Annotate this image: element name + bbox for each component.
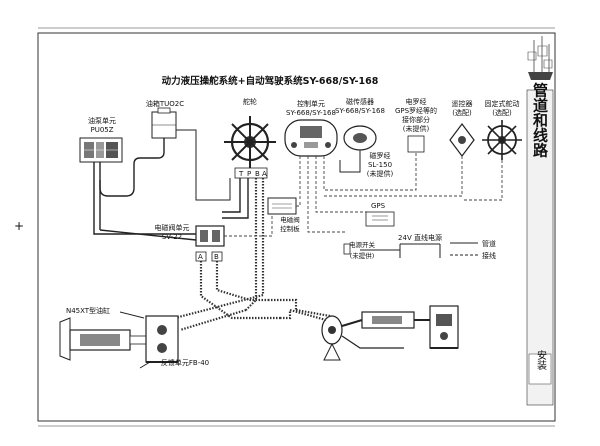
fixed-helm-wheel-icon [482,120,522,160]
cylinder-hose-1 [179,308,247,332]
pump-unit-label: 油泵单元 [88,116,116,125]
power-switch-icon [343,243,351,255]
pump-unit-icon [79,137,123,163]
power-bracket [399,243,441,258]
tank-to-helm-line [176,129,231,201]
valve-control-wire [224,212,273,237]
magnetic-compass-label: 磁罗经 [370,151,391,160]
valve-port-a: A [198,253,203,261]
feedback-leader [139,361,151,369]
power-label: 24V 直线电源 [398,233,442,242]
cylinder-icon [59,315,179,363]
helm-port-p: P [247,170,251,178]
compass-interface-label: 电罗经 [406,97,427,106]
helm-label: 舵轮 [243,97,257,106]
valve-port-b: B [214,253,219,261]
helm-port-t: T [238,170,244,178]
control-unit-label: 控制单元 [297,99,325,108]
main-hose-a [280,310,292,320]
remote-controller-wire [324,156,463,197]
cylinder-leader [119,311,145,319]
solenoid-control-label-2: 控制板 [280,224,300,233]
legend-dashed-label: 接线 [482,251,496,260]
control-unit-model: SY-668/SY-168 [286,109,336,117]
fixed-helm-label: 固定式舵动 [485,99,520,108]
magnetic-compass-note: (未提供) [367,169,394,178]
control-unit-icon [284,119,338,157]
control-wire-4 [323,152,417,191]
section-title: 管道和线路 [531,82,549,158]
steering-assembly-icon [321,305,459,361]
page-marker: + [14,219,24,233]
compass-interface-line3: 接你部分 [402,115,430,124]
helm-line-t [222,178,241,213]
corner-box [528,353,552,385]
main-hose-b [268,298,298,310]
remote-controller-label: 遥控器 [452,99,473,108]
tank-return-line [99,138,165,197]
power-switch-note: (未提供) [350,251,375,260]
helm-port-block [234,167,268,179]
valve-hose-b [215,261,268,302]
magnetic-compass-model: SL-150 [368,161,392,169]
legend-solid-label: 管道 [482,239,496,248]
assembly-hose-2 [295,308,331,318]
control-box-wire [296,200,301,207]
assembly-hose [289,308,327,322]
solenoid-valve-label: 电磁阀单元 [155,223,190,232]
magnetic-sensor-model: SY-668/SY-168 [335,107,385,115]
page-frame [37,32,556,422]
solenoid-valve-icon [195,225,225,247]
side-bar [526,89,554,406]
control-wire-2 [307,156,345,233]
power-switch-label: 电源开关 [349,240,376,249]
fixed-helm-note: (选配) [492,108,512,117]
corner-label: 安装 [535,349,547,371]
cylinder-hose-2 [174,293,264,320]
remote-controller-note: (选配) [452,108,472,117]
gps-box [365,211,395,227]
fixed-helm-wire [462,160,503,201]
compass-interface-note: (未提供) [403,124,430,133]
pump-to-valve-2 [99,229,197,241]
feedback-unit-label: 反馈单元FB-40 [161,358,209,367]
compass-interface-line2: GPS罗经等的 [395,106,437,115]
diagram-title: 动力液压操舵系统+自动驾驶系统SY-668/SY-168 [162,75,379,87]
pump-unit-model: PU05Z [90,126,113,134]
magnetic-sensor-label: 磁传感器 [346,97,374,106]
gps-label: GPS [371,202,386,210]
valve-hose-a [199,261,280,320]
solenoid-control-box [267,197,297,215]
sensor-cable [339,150,361,173]
oil-tank-icon [151,107,177,139]
ship-icon [527,36,553,80]
helm-wheel-icon [224,116,276,168]
control-wire-3 [315,156,370,213]
solenoid-control-label: 电磁阀 [280,215,300,224]
oil-tank-label: 油箱TUO2C [146,99,184,108]
compass-interface-box [407,135,425,153]
helm-line-p [222,178,249,219]
helm-port-b: B [255,170,260,178]
remote-controller-icon [449,123,475,157]
pump-to-valve-1 [93,230,196,235]
magnetic-sensor-icon [343,125,377,151]
helm-port-a: A [262,170,267,178]
cylinder-label: N45XT型油缸 [66,306,110,315]
